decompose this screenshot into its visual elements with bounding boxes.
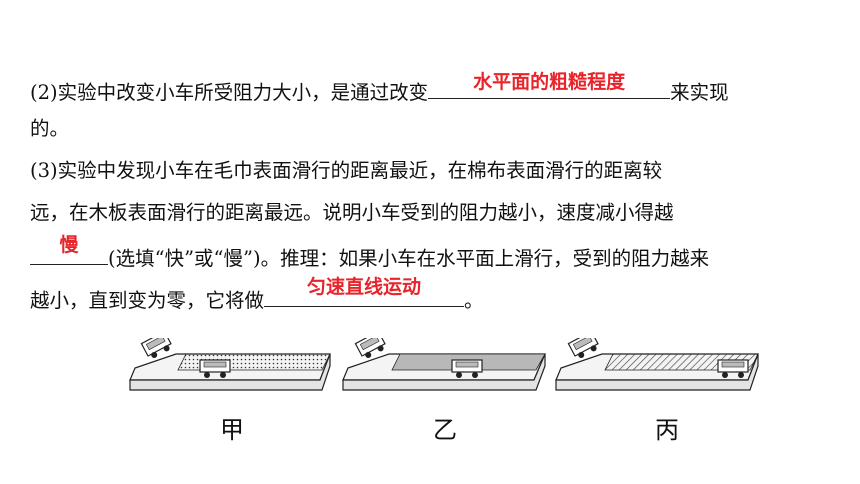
experiment-figure [129, 338, 759, 391]
q3-line-1-text: (3)实验中发现小车在毛巾表面滑行的距离最近，在棉布表面滑行的距离较 [30, 159, 663, 182]
q2-line-1: (2)实验中改变小车所受阻力大小，是通过改变 水平面的粗糙程度 来实现 [30, 71, 729, 106]
setup-yi [342, 338, 546, 391]
caption-yi: 乙 [433, 416, 457, 444]
q3-answer2-blank: 匀速直线运动 [264, 276, 465, 307]
q3-line-4: 越小，直到变为零，它将做 匀速直线运动。 [30, 276, 484, 314]
caption-bing: 丙 [655, 416, 679, 444]
q3-line-4-prefix: 越小，直到变为零，它将做 [30, 289, 265, 312]
q3-answer1: 慢 [59, 234, 79, 256]
q2-prefix: (2)实验中改变小车所受阻力大小，是通过改变 [30, 81, 429, 104]
q3-line-3-suffix: (选填“快”或“慢”)。推理：如果小车在水平面上滑行，受到的阻力越来 [108, 247, 710, 270]
q2-answer: 水平面的粗糙程度 [473, 71, 626, 93]
q2-suffix: 来实现 [670, 81, 729, 104]
q2-answer-blank: 水平面的粗糙程度 [428, 71, 671, 99]
q3-answer2: 匀速直线运动 [307, 276, 422, 298]
q3-line-2: 远，在木板表面滑行的距离最远。说明小车受到的阻力越小，速度减小得越 [30, 200, 674, 226]
q2-line-2-text: 的。 [30, 117, 70, 140]
q3-answer1-blank: 慢 [30, 234, 108, 265]
q3-line-4-suffix: 。 [464, 289, 484, 312]
setup-jia [129, 338, 331, 391]
q3-line-3: 慢 (选填“快”或“慢”)。推理：如果小车在水平面上滑行，受到的阻力越来 [30, 234, 710, 272]
setup-bing [555, 338, 759, 391]
q2-line-2: 的。 [30, 116, 69, 142]
caption-jia: 甲 [220, 416, 244, 444]
q3-line-1: (3)实验中发现小车在毛巾表面滑行的距离最近，在棉布表面滑行的距离较 [30, 158, 662, 184]
q3-line-2-text: 远，在木板表面滑行的距离最远。说明小车受到的阻力越小，速度减小得越 [30, 201, 674, 224]
